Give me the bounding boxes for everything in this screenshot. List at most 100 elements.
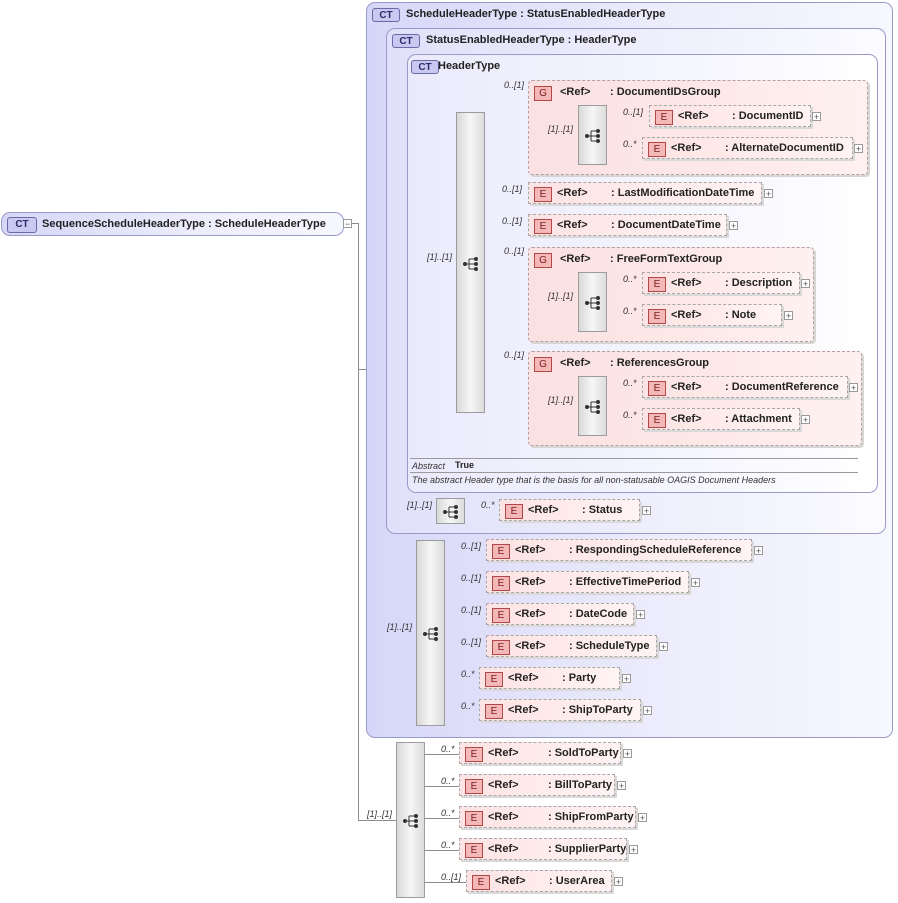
- free-form-group-name: : FreeFormTextGroup: [610, 253, 723, 265]
- expand-icon[interactable]: +: [642, 506, 651, 516]
- element-name: : Note: [725, 309, 757, 321]
- ref-label: <Ref>: [671, 277, 702, 289]
- element-icon: E: [492, 576, 510, 591]
- document-reference-cardinality: 0..*: [623, 378, 637, 388]
- ref-label: <Ref>: [560, 86, 591, 98]
- element-name: : ShipToParty: [562, 704, 633, 716]
- status-cardinality: 0..*: [481, 500, 495, 510]
- element-name: : DateCode: [569, 608, 628, 620]
- schedule-header-title: ScheduleHeaderType : StatusEnabledHeader…: [406, 8, 666, 20]
- element-note[interactable]: E <Ref> : Note: [642, 304, 782, 326]
- element-icon: E: [485, 672, 503, 687]
- free-form-sequence[interactable]: [578, 272, 607, 332]
- element-sold-to-party[interactable]: E <Ref> : SoldToParty: [459, 742, 621, 764]
- element-name: : ShipFromParty: [548, 811, 634, 823]
- ref-label: <Ref>: [560, 253, 591, 265]
- expand-icon[interactable]: +: [729, 221, 738, 231]
- responding-schedule-reference-cardinality: 0..[1]: [461, 541, 482, 551]
- sequence-icon: [585, 296, 600, 310]
- document-ids-sequence[interactable]: [578, 105, 607, 165]
- element-icon: E: [472, 875, 490, 890]
- schedule-sequence[interactable]: [416, 540, 445, 726]
- element-responding-schedule-reference[interactable]: E <Ref> : RespondingScheduleReference: [486, 539, 752, 561]
- expand-icon[interactable]: +: [754, 546, 763, 556]
- expand-icon[interactable]: +: [623, 749, 632, 759]
- element-party[interactable]: E <Ref> : Party: [479, 667, 620, 689]
- alternate-document-id-cardinality: 0..*: [623, 139, 637, 149]
- element-date-code[interactable]: E <Ref> : DateCode: [486, 603, 634, 625]
- element-supplier-party[interactable]: E <Ref> : SupplierParty: [459, 838, 627, 860]
- expand-icon[interactable]: +: [629, 845, 638, 855]
- complex-type-icon: CT: [7, 217, 37, 233]
- note-cardinality: 0..*: [623, 306, 637, 316]
- element-document-reference[interactable]: E <Ref> : DocumentReference: [642, 376, 848, 398]
- expand-icon[interactable]: +: [643, 706, 652, 716]
- effective-time-period-cardinality: 0..[1]: [461, 573, 482, 583]
- ref-label: <Ref>: [528, 504, 559, 516]
- element-schedule-type[interactable]: E <Ref> : ScheduleType: [486, 635, 657, 657]
- element-icon: E: [648, 413, 666, 428]
- references-sequence[interactable]: [578, 376, 607, 436]
- element-icon: E: [534, 219, 552, 234]
- element-effective-time-period[interactable]: E <Ref> : EffectiveTimePeriod: [486, 571, 689, 593]
- sequence-icon: [403, 814, 418, 828]
- ref-label: <Ref>: [488, 843, 519, 855]
- expand-icon[interactable]: +: [812, 112, 821, 122]
- header-sequence[interactable]: [456, 112, 485, 413]
- expand-icon[interactable]: +: [617, 781, 626, 791]
- element-attachment[interactable]: E <Ref> : Attachment: [642, 408, 800, 430]
- sequence-schedule-sequence[interactable]: [396, 742, 425, 898]
- element-icon: E: [465, 779, 483, 794]
- element-user-area[interactable]: E <Ref> : UserArea: [466, 870, 612, 892]
- element-name: : AlternateDocumentID: [725, 142, 844, 154]
- root-complex-type[interactable]: CT SequenceScheduleHeaderType : Schedule…: [1, 212, 344, 236]
- sequence-icon: [423, 627, 438, 641]
- expand-icon[interactable]: +: [764, 189, 773, 199]
- element-name: : DocumentReference: [725, 381, 839, 393]
- header-type-title: HeaderType: [438, 60, 501, 72]
- element-alternate-document-id[interactable]: E <Ref> : AlternateDocumentID: [642, 137, 853, 159]
- element-icon: E: [648, 309, 666, 324]
- element-ship-to-party[interactable]: E <Ref> : ShipToParty: [479, 699, 641, 721]
- ref-label: <Ref>: [508, 672, 539, 684]
- element-icon: E: [465, 747, 483, 762]
- element-last-modification-date-time[interactable]: E <Ref> : LastModificationDateTime: [528, 182, 762, 204]
- expand-icon[interactable]: +: [622, 674, 631, 684]
- sequence-icon: [443, 505, 458, 519]
- expand-icon[interactable]: +: [801, 415, 810, 425]
- ref-label: <Ref>: [508, 704, 539, 716]
- status-sequence[interactable]: [436, 498, 465, 524]
- element-icon: E: [492, 608, 510, 623]
- free-form-text-group[interactable]: G <Ref> : FreeFormTextGroup: [528, 247, 814, 342]
- group-icon: G: [534, 357, 552, 372]
- group-icon: G: [534, 253, 552, 268]
- element-name: : UserArea: [549, 875, 605, 887]
- document-ids-group-cardinality: 0..[1]: [504, 80, 525, 90]
- expand-icon[interactable]: +: [636, 610, 645, 620]
- element-bill-to-party[interactable]: E <Ref> : BillToParty: [459, 774, 615, 796]
- sequence-icon: [585, 400, 600, 414]
- expand-icon[interactable]: +: [659, 642, 668, 652]
- expand-icon[interactable]: +: [801, 279, 810, 289]
- element-ship-from-party[interactable]: E <Ref> : ShipFromParty: [459, 806, 636, 828]
- expand-icon[interactable]: +: [691, 578, 700, 588]
- abstract-label: Abstract: [412, 461, 446, 471]
- element-description[interactable]: E <Ref> : Description: [642, 272, 800, 294]
- ref-label: <Ref>: [515, 576, 546, 588]
- description-divider: [410, 472, 858, 473]
- expand-icon[interactable]: +: [849, 383, 858, 393]
- ref-label: <Ref>: [557, 187, 588, 199]
- expand-icon[interactable]: +: [614, 877, 623, 887]
- element-document-date-time[interactable]: E <Ref> : DocumentDateTime: [528, 214, 727, 236]
- expand-icon[interactable]: +: [638, 813, 647, 823]
- references-seq-cardinality: [1]..[1]: [548, 395, 574, 405]
- element-status[interactable]: E <Ref> : Status: [499, 499, 640, 521]
- expand-icon[interactable]: +: [854, 144, 863, 154]
- expand-icon[interactable]: +: [784, 311, 793, 321]
- element-document-id[interactable]: E <Ref> : DocumentID: [649, 105, 811, 127]
- ref-label: <Ref>: [515, 544, 546, 556]
- schedule-type-cardinality: 0..[1]: [461, 637, 482, 647]
- collapse-icon[interactable]: −: [343, 219, 352, 229]
- document-ids-group-name: : DocumentIDsGroup: [610, 86, 721, 98]
- ref-label: <Ref>: [678, 110, 709, 122]
